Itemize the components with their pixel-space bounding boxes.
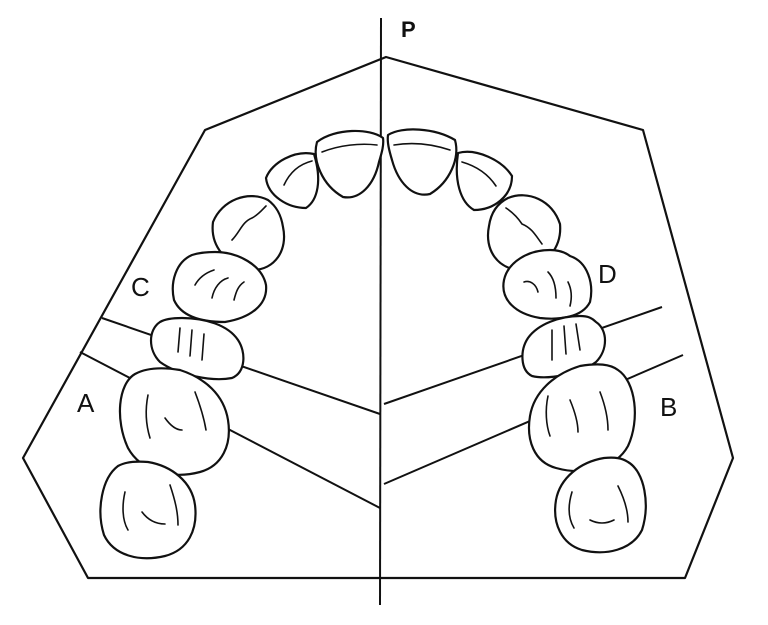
label-c: C	[131, 272, 150, 302]
label-a: A	[77, 388, 95, 418]
label-b: B	[660, 392, 677, 422]
tooth-right-central-incisor	[388, 129, 457, 194]
tooth-left-first-molar	[120, 368, 229, 474]
teeth-right	[388, 129, 646, 552]
teeth-left	[100, 131, 383, 558]
midline-p	[380, 18, 381, 605]
tooth-right-first-premolar	[503, 250, 591, 319]
tooth-left-central-incisor	[316, 131, 384, 197]
tooth-left-second-molar	[100, 462, 195, 559]
tooth-right-first-molar	[529, 364, 635, 471]
label-p: P	[401, 17, 416, 42]
label-d: D	[598, 259, 617, 289]
